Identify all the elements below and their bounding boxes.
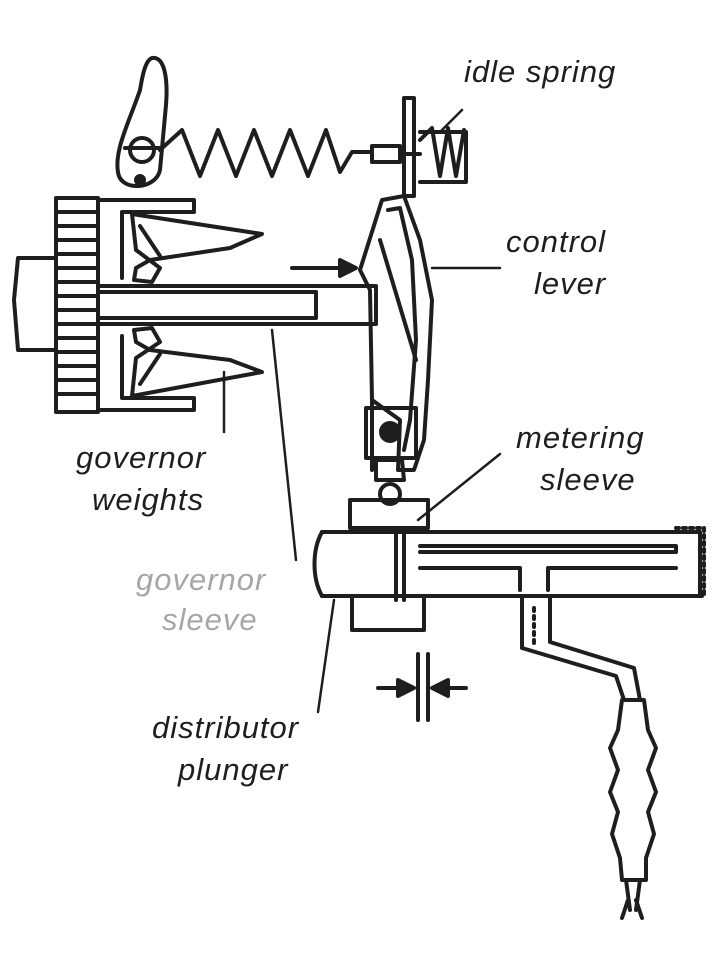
label-governor-sleeve-line1: governor <box>136 562 267 597</box>
leader-governor-sleeve <box>270 328 298 562</box>
upper-governor-weight <box>130 212 264 284</box>
leader-lines <box>222 108 502 714</box>
delivery-passage <box>520 594 642 702</box>
injector <box>608 698 658 920</box>
label-governor-sleeve-line2: sleeve <box>162 602 258 637</box>
governor-force-arrowhead <box>338 258 358 278</box>
flyweight-carrier <box>96 198 196 412</box>
label-distributor-plunger-line2: plunger <box>178 752 289 787</box>
main-coil-spring <box>158 128 422 178</box>
leader-metering-sleeve <box>416 452 502 522</box>
label-governor-weights-line1: governor <box>76 440 207 475</box>
plunger-gap-indicator <box>376 652 468 722</box>
leader-distributor-plunger <box>316 598 336 714</box>
distributor-plunger-body <box>312 526 706 632</box>
label-distributor-plunger-line1: distributor <box>152 710 300 745</box>
idle-spring-coil <box>402 96 468 198</box>
leader-idle-spring <box>438 108 464 134</box>
label-governor-weights-line2: weights <box>92 482 205 517</box>
label-control-lever-line1: control <box>506 224 607 259</box>
metering-sleeve <box>348 498 430 602</box>
spring-anchor-lever <box>115 56 169 188</box>
pivot-block <box>364 406 418 506</box>
drive-gear <box>54 196 100 414</box>
label-metering-sleeve-line1: metering <box>516 420 645 455</box>
label-idle-spring: idle spring <box>464 54 617 89</box>
lower-governor-weight <box>130 326 264 398</box>
label-metering-sleeve-line2: sleeve <box>540 462 636 497</box>
governor-sleeve <box>96 284 378 326</box>
label-control-lever-line2: lever <box>534 266 607 301</box>
